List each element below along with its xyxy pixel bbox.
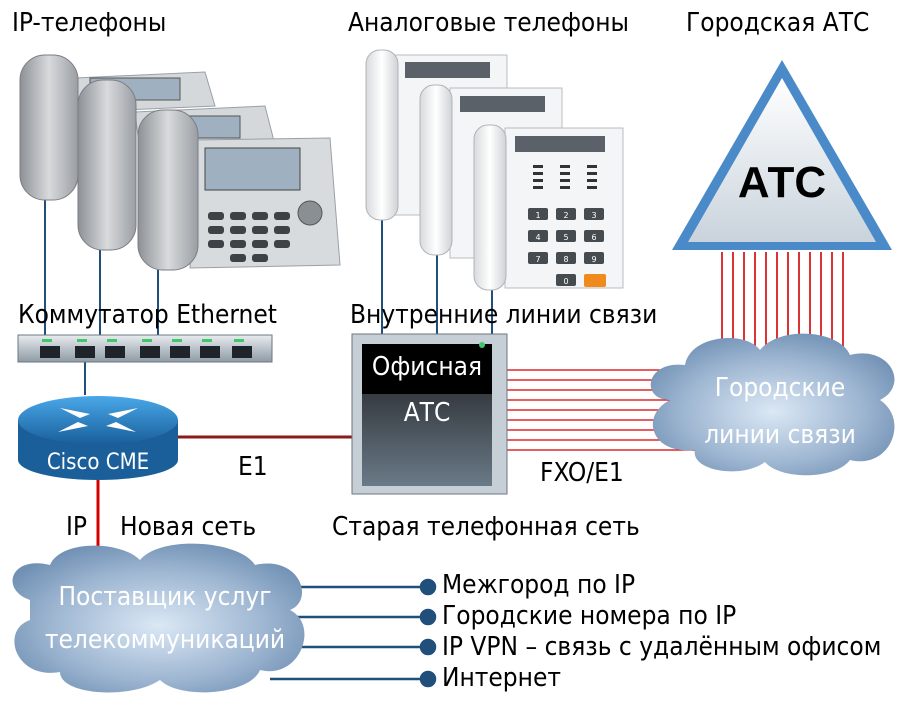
old-network-label: Старая телефонная сеть <box>332 512 640 542</box>
keypad-key: 0 <box>563 277 568 286</box>
service-dot <box>419 578 437 596</box>
provider-label: Поставщик услуг <box>58 582 272 612</box>
service-dot <box>419 638 437 656</box>
router-label: Cisco CME <box>46 450 150 475</box>
service-item: Межгород по IP <box>442 570 636 600</box>
city-lines-label: Городские <box>714 373 846 403</box>
keypad-key: 1 <box>535 211 540 220</box>
switch-label: Коммутатор Ethernet <box>18 300 277 330</box>
keypad-key: 2 <box>563 211 568 220</box>
provider-label: телекоммуникаций <box>44 625 286 655</box>
fxo-label: FXO/E1 <box>540 458 624 488</box>
internal-lines-label: Внутренние линии связи <box>350 300 658 330</box>
ip-label: IP <box>66 512 87 542</box>
e1-label: E1 <box>238 452 268 482</box>
city-pbx-title: Городская АТС <box>686 8 870 38</box>
service-item: Интернет <box>442 663 561 693</box>
office-pbx-label: АТС <box>403 398 451 428</box>
keypad-key: 4 <box>535 233 540 242</box>
ip-phones-title: IP-телефоны <box>12 8 167 38</box>
new-network-label: Новая сеть <box>120 512 257 542</box>
router-icon <box>18 396 178 480</box>
service-item: Городские номера по IP <box>442 601 737 631</box>
provider-cloud-icon <box>12 543 305 693</box>
keypad-key: 8 <box>563 255 568 264</box>
keypad-key: 7 <box>535 255 540 264</box>
service-dot <box>419 670 437 688</box>
city-lines-label: линии связи <box>704 420 856 450</box>
keypad-key: 5 <box>563 233 568 242</box>
office-pbx-label: Офисная <box>371 352 483 382</box>
keypad-key: 3 <box>591 211 596 220</box>
service-dot <box>419 608 437 626</box>
ip-phone-icon <box>137 109 341 271</box>
office-pbx-icon <box>351 333 508 495</box>
keypad-key: 6 <box>591 233 596 242</box>
service-item: IP VPN – связь с удалённым офисом <box>442 632 882 662</box>
ethernet-switch-icon <box>17 334 273 363</box>
city-lines-cloud-icon <box>650 333 895 476</box>
analog-phones-title: Аналоговые телефоны <box>348 8 630 38</box>
ip-phone-cables <box>44 200 159 338</box>
city-pbx-icon: АТС <box>672 60 892 250</box>
pbx-triangle-label: АТС <box>738 158 826 207</box>
analog-phone-icon: 1 2 3 4 5 6 7 8 9 0 <box>473 124 624 291</box>
keypad-key: 9 <box>591 255 596 264</box>
